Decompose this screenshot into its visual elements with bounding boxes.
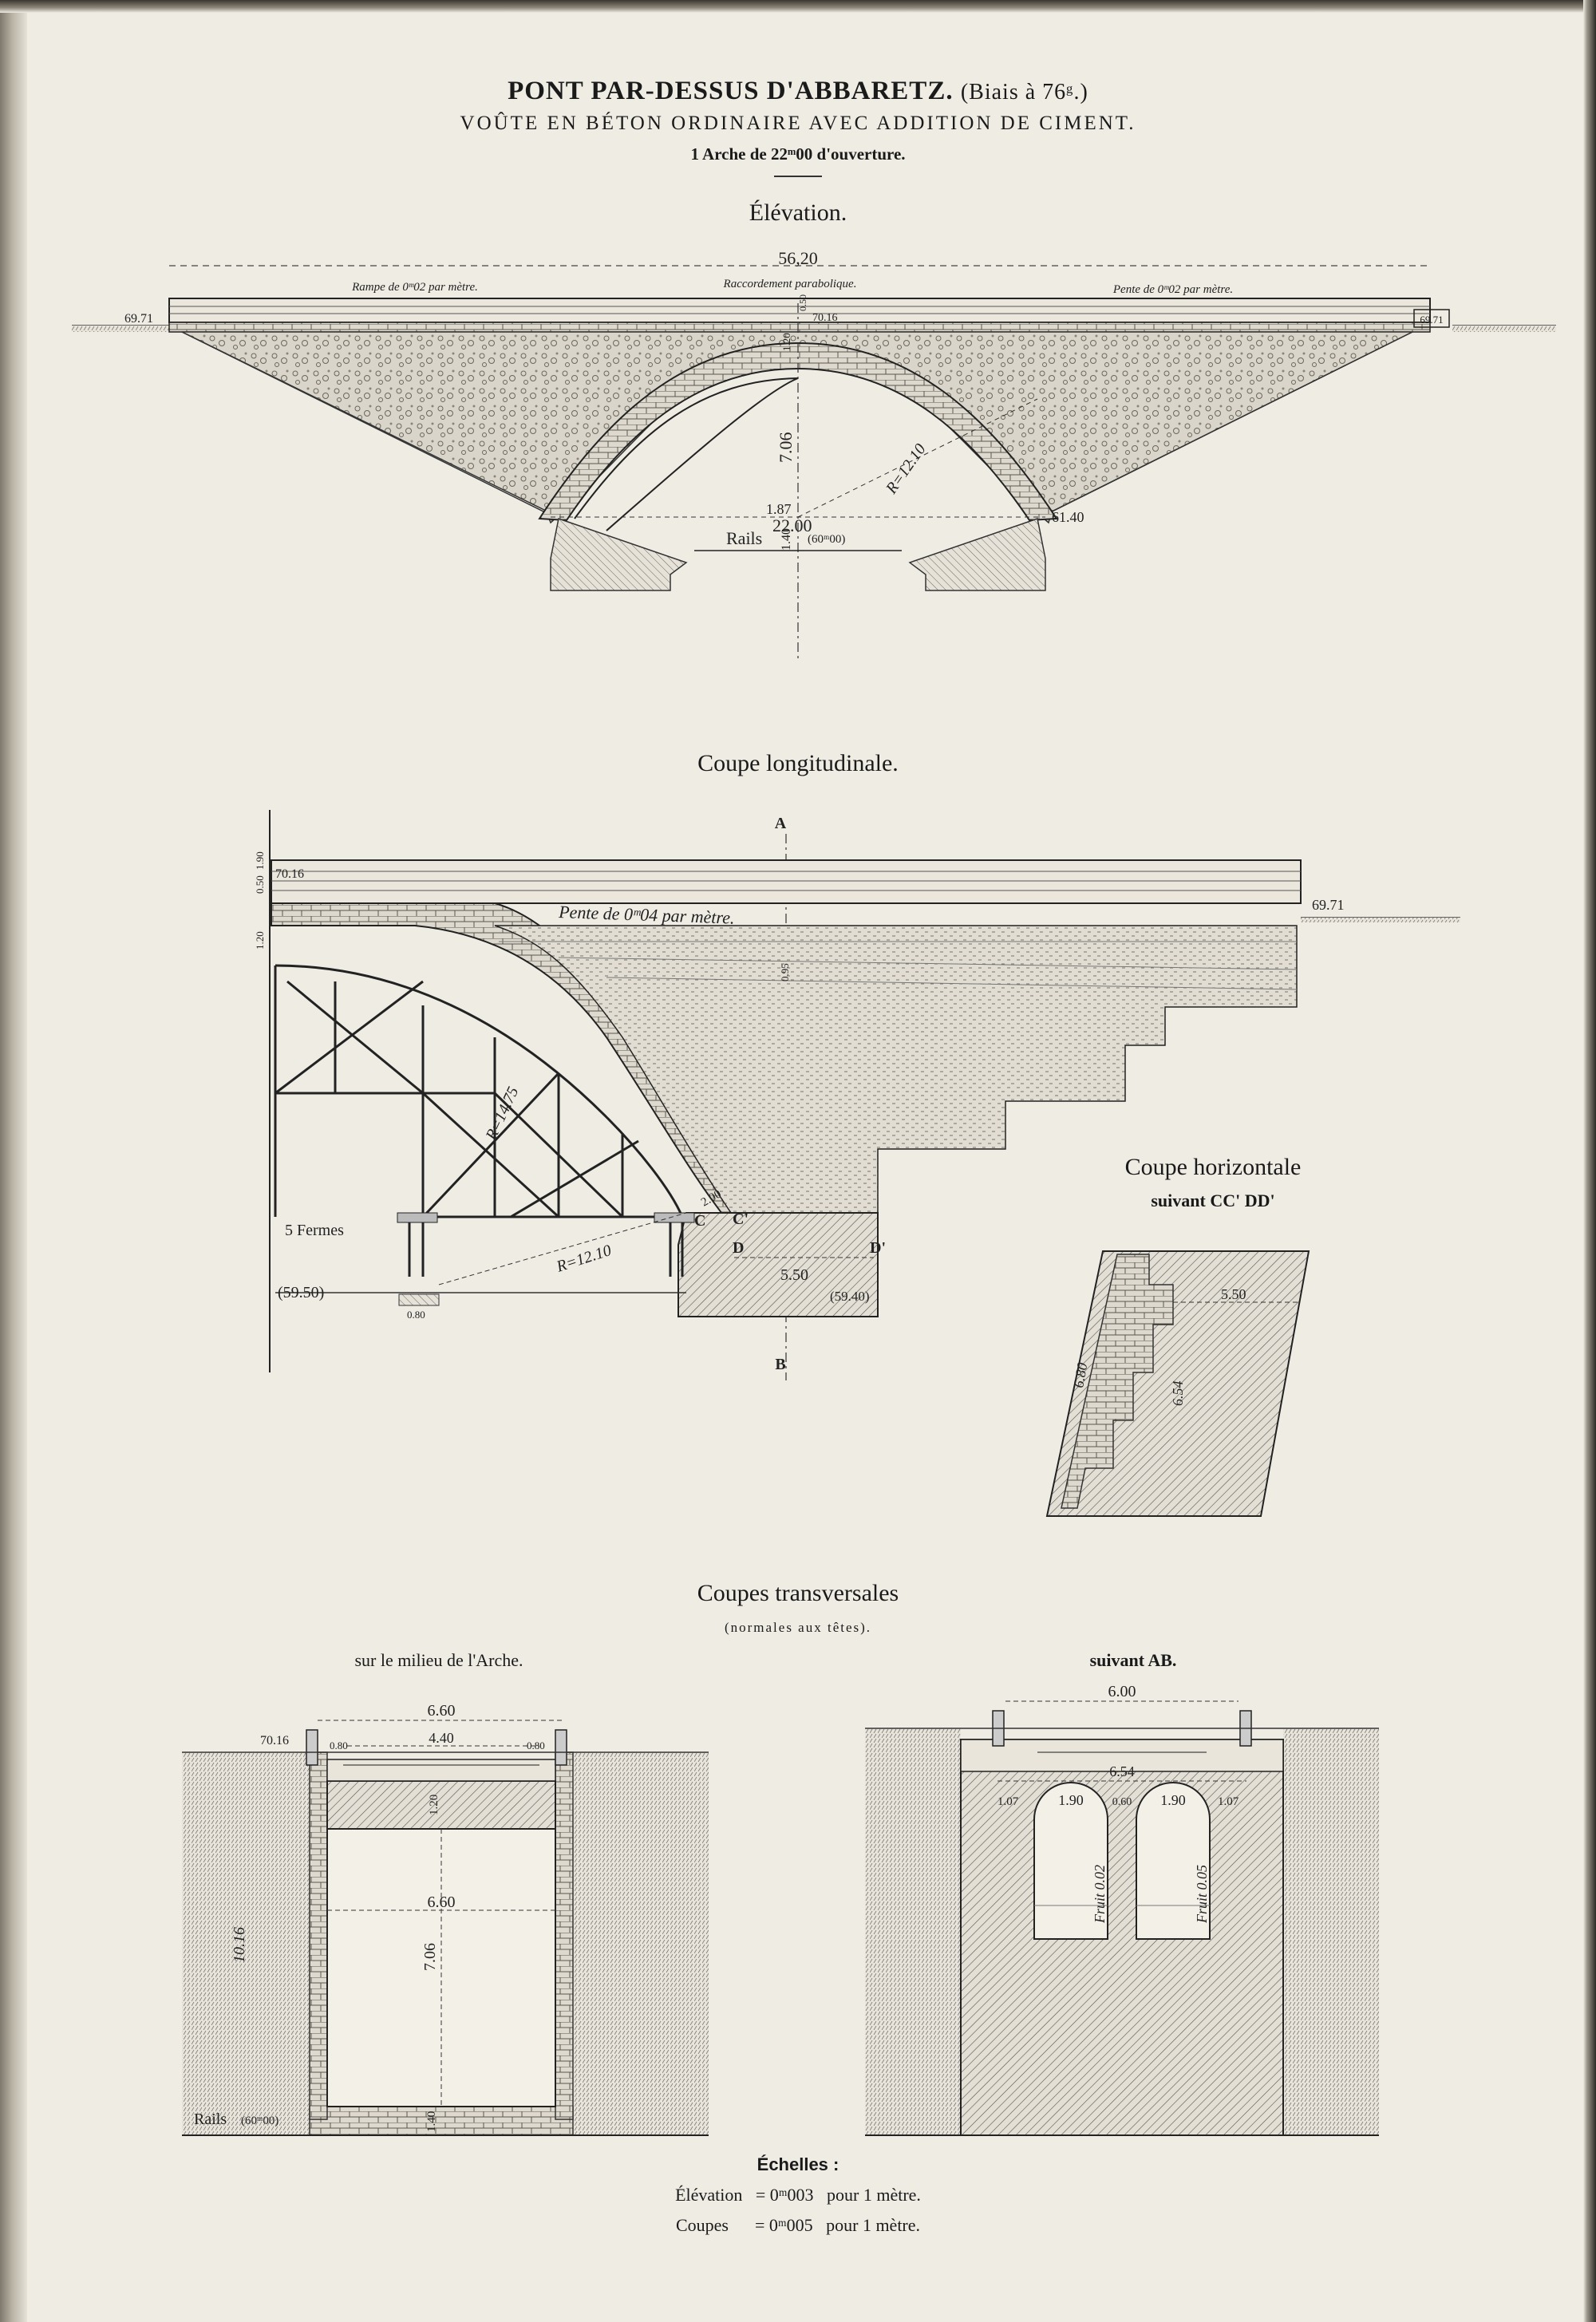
dim-095: 0.95 [779, 963, 791, 981]
rails-depth-label: 1.40 [780, 528, 793, 551]
transversal-right-heading: suivant AB. [1089, 1650, 1177, 1670]
tl-top-width: 6.60 [428, 1702, 456, 1720]
dim-190: 1.90 [254, 851, 266, 870]
scale-coupes: Coupes = 0ᵐ005 pour 1 mètre. [675, 2215, 921, 2235]
tr-side-r: 1.07 [1218, 1795, 1239, 1808]
deck [168, 298, 1431, 323]
left-level: (59.50) [278, 1284, 324, 1301]
crown-level: 70.16 [812, 312, 838, 324]
dim-080: 0.80 [407, 1309, 425, 1321]
transversal-left-heading: sur le milieu de l'Arche. [354, 1650, 523, 1670]
tl-base: 1.40 [425, 2111, 438, 2132]
arch-note: 1 Arche de 22ᵐ00 d'ouverture. [690, 144, 906, 164]
tl-side-r: 0.80 [527, 1740, 545, 1751]
rails-label: Rails [726, 528, 762, 548]
abutment [678, 1212, 879, 1317]
tl-level: 70.16 [260, 1734, 289, 1747]
tr-top-width: 6.00 [1108, 1683, 1136, 1700]
dim-120: 1.20 [254, 931, 266, 950]
springing-label: 61.40 [1052, 509, 1084, 525]
elevation-drawing: 56,20 Rampe de 0ᵐ02 par mètre. Raccordem… [72, 248, 1556, 662]
parapet-right [555, 1729, 567, 1766]
page-binding-shadow [0, 0, 27, 2322]
label-d: D [733, 1239, 744, 1257]
subtitle: VOÛTE EN BÉTON ORDINAIRE AVEC ADDITION D… [460, 113, 1136, 134]
tl-inner: 4.40 [429, 1730, 454, 1746]
niche-left [1033, 1782, 1108, 1940]
vault-crown [326, 1780, 556, 1830]
page-right-shadow [1583, 0, 1596, 2322]
pente-label: Pente de 0ᵐ02 par mètre. [1112, 283, 1233, 296]
horizontal-subheading: suivant CC' DD' [1151, 1191, 1275, 1210]
niche-right [1136, 1782, 1211, 1940]
level-right: 69.71 [1420, 314, 1443, 326]
label-c2: C' [733, 1210, 749, 1228]
level-left: 69.71 [124, 312, 153, 326]
tl-rise: 7.06 [421, 1943, 439, 1971]
tl-height: 10.16 [231, 1927, 248, 1963]
cornice [168, 322, 1431, 333]
scale-elevation: Élévation = 0ᵐ003 pour 1 mètre. [675, 2185, 921, 2205]
raccord-label: Raccordement parabolique. [723, 278, 857, 290]
transversal-note: (normales aux têtes). [724, 1620, 872, 1635]
horizontal-drawing: 5.50 6.80 6.54 [1045, 1250, 1310, 1517]
tl-thick: 1.20 [428, 1795, 440, 1815]
radius-label: R=12.10 [883, 440, 930, 497]
title-block: PONT PAR-DESSUS D'ABBARETZ. (Biais à 76ᵍ… [0, 77, 1596, 177]
tr-side-l: 1.07 [998, 1795, 1019, 1808]
longitudinal-drawing: A B 70.16 69.71 Pente de 0ᵐ04 par mètre.… [254, 810, 1460, 1380]
abutment-section [960, 1739, 1284, 2136]
r1210-label: R=12.10 [554, 1242, 614, 1276]
span-label: 22.00 [772, 515, 812, 535]
tl-side-l: 0.80 [330, 1740, 348, 1751]
arch-ring [538, 342, 1058, 522]
longitudinal-heading: Coupe longitudinale. [697, 750, 899, 776]
title-rule [774, 176, 822, 177]
biais-note: (Biais à 76ᵍ.) [960, 80, 1088, 105]
bottom-level: (59.40) [830, 1289, 870, 1304]
label-b: B [775, 1356, 785, 1373]
horizontal-heading: Coupe horizontale [1124, 1154, 1302, 1180]
rails-level-label: (60ᵐ00) [808, 533, 845, 546]
ramp-label: Rampe de 0ᵐ02 par mètre. [351, 281, 478, 294]
long-right-level: 69.71 [1312, 897, 1345, 913]
tr-mid: 0.60 [1112, 1796, 1132, 1808]
crown-dim-a: 1.20 [780, 333, 792, 351]
fermes-label: 5 Fermes [285, 1222, 344, 1239]
offset-label: 1.87 [766, 501, 792, 517]
dim-050: 0.50 [254, 875, 266, 894]
horiz-h2-label: 6.54 [1170, 1381, 1186, 1407]
transversal-right-drawing: 6.00 6.54 1.90 1.90 0.60 1.07 1.07 Fruit… [865, 1683, 1379, 2136]
main-title: PONT PAR-DESSUS D'ABBARETZ. (Biais à 76ᵍ… [508, 77, 1088, 105]
transversal-heading: Coupes transversales [697, 1580, 899, 1606]
tl-rails: Rails [194, 2111, 227, 2128]
page-top-shadow [0, 0, 1596, 13]
label-a: A [775, 815, 787, 832]
crown-dim-b: 0.50 [797, 294, 808, 311]
tr-fruit2: Fruit 0.05 [1194, 1865, 1210, 1924]
tr-w2: 1.90 [1160, 1792, 1186, 1808]
horiz-width-label: 5.50 [1221, 1286, 1246, 1302]
parapet-left [306, 1729, 318, 1766]
tr-w1: 1.90 [1058, 1792, 1084, 1808]
long-deck [271, 859, 1302, 904]
rise-label: 7.06 [776, 432, 796, 464]
label-c: C [694, 1212, 705, 1230]
tl-rails-level: (60ᵐ00) [241, 2115, 279, 2127]
elevation-heading: Élévation. [749, 199, 847, 226]
backfill [494, 925, 1298, 1230]
tr-fruit1: Fruit 0.02 [1092, 1865, 1108, 1924]
scales-block: Échelles : Élévation = 0ᵐ003 pour 1 mètr… [0, 2154, 1596, 2236]
long-pente-label: Pente de 0ᵐ04 par mètre. [558, 902, 735, 928]
scales-heading: Échelles : [757, 2154, 839, 2174]
transversal-left-drawing: 6.60 4.40 0.80 0.80 70.16 1.20 6.60 7.06… [182, 1702, 709, 2136]
label-d2: D' [870, 1239, 886, 1257]
dim-550: 5.50 [780, 1266, 808, 1284]
long-top-level: 70.16 [275, 867, 304, 881]
centering-truss [274, 964, 686, 1218]
tr-inner: 6.54 [1109, 1763, 1135, 1779]
overall-dim-label: 56,20 [778, 248, 818, 268]
